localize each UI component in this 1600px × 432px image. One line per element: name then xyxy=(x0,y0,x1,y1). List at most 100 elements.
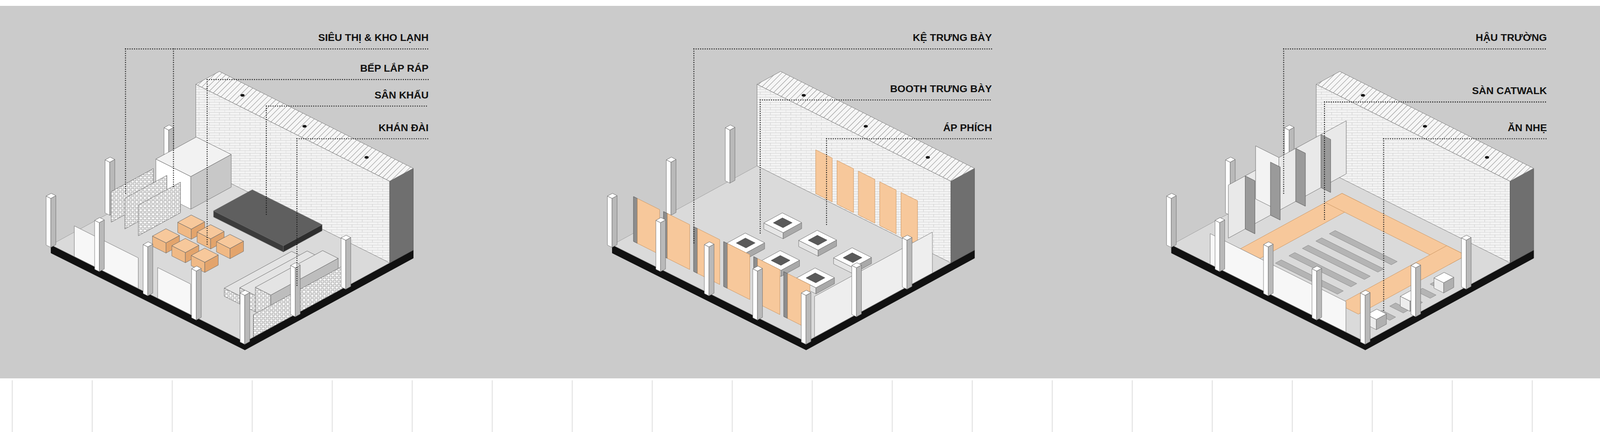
column-top xyxy=(191,266,202,272)
column xyxy=(94,217,105,272)
column xyxy=(1311,266,1322,321)
grid-line xyxy=(1211,380,1213,432)
column-top xyxy=(239,290,250,296)
column-top xyxy=(142,241,153,247)
column-face xyxy=(851,265,857,317)
column-head xyxy=(925,156,930,159)
column-face xyxy=(1360,293,1366,345)
column-side xyxy=(147,244,153,297)
cold-storage-top xyxy=(156,137,232,177)
column xyxy=(1461,235,1472,290)
grid-line xyxy=(1371,380,1373,432)
column xyxy=(666,157,676,216)
kitchen-counter-top xyxy=(152,228,180,243)
column xyxy=(1263,241,1274,297)
column-head xyxy=(240,94,245,97)
grid-line xyxy=(571,380,573,432)
column-top xyxy=(725,124,735,130)
booth-inset xyxy=(843,252,863,263)
grid-line xyxy=(971,380,973,432)
column-head xyxy=(1484,156,1489,159)
kitchen-counter-top xyxy=(171,238,199,253)
zone-label: KỆ TRƯNG BÀY xyxy=(912,31,992,44)
wall-end xyxy=(1510,168,1534,263)
column-side xyxy=(907,237,912,290)
zone-label: ÁP PHÍCH xyxy=(943,121,992,135)
grid-line xyxy=(731,380,733,432)
grid-line xyxy=(411,380,413,432)
sheet-grid xyxy=(12,380,1533,432)
leader-line xyxy=(826,138,828,225)
column-side xyxy=(709,244,714,297)
column xyxy=(191,266,202,321)
kitchen-counter xyxy=(191,248,218,273)
brick-wall xyxy=(1316,71,1534,263)
zone-label: ĂN NHẸ xyxy=(1507,121,1548,135)
shelf-frame xyxy=(783,271,788,319)
column-head xyxy=(302,124,307,128)
display-booth xyxy=(763,213,802,239)
grid-line xyxy=(331,380,333,432)
grid-line xyxy=(1451,380,1453,432)
grid-line xyxy=(11,380,13,432)
kitchen-counter xyxy=(216,234,244,259)
column-face xyxy=(1311,268,1317,320)
leader-line xyxy=(124,48,126,194)
column-side xyxy=(1465,237,1471,290)
seat-row xyxy=(1329,230,1398,265)
event-hall-layout-c xyxy=(1166,71,1534,350)
column-top xyxy=(607,193,618,199)
column-head xyxy=(364,156,369,159)
poster-board xyxy=(836,160,854,213)
column xyxy=(1166,193,1177,248)
column-side xyxy=(1364,292,1370,345)
grid-line xyxy=(1531,380,1533,432)
column xyxy=(902,235,912,290)
poster-board xyxy=(901,192,918,245)
event-hall-layout-b xyxy=(607,71,975,350)
backstage-screen xyxy=(1295,148,1306,207)
column-top xyxy=(1215,217,1225,223)
column-face xyxy=(191,268,197,320)
column xyxy=(851,262,862,317)
column-top xyxy=(1410,262,1421,268)
column-side xyxy=(345,237,351,290)
column-top xyxy=(902,235,912,240)
column-face xyxy=(607,196,613,248)
column xyxy=(752,266,763,321)
poster-board xyxy=(879,181,897,235)
grid-line xyxy=(251,380,253,432)
column-face xyxy=(239,293,245,345)
column-top xyxy=(1284,124,1295,130)
column-side xyxy=(856,265,862,317)
display-booth-top xyxy=(798,230,837,251)
column-face xyxy=(655,220,661,272)
column-side xyxy=(730,127,735,183)
leader-line xyxy=(1382,138,1384,312)
column-face xyxy=(1263,244,1269,297)
column-side xyxy=(1268,244,1274,297)
event-hall-layout-a xyxy=(46,71,414,350)
column xyxy=(46,193,57,248)
leader-line xyxy=(296,138,429,139)
column-face xyxy=(801,293,807,345)
column-top xyxy=(1225,157,1236,162)
column-side xyxy=(757,268,763,320)
column-top xyxy=(340,235,351,240)
column-top xyxy=(666,157,676,162)
column-face xyxy=(1166,196,1172,248)
column-top xyxy=(105,157,116,162)
display-shelf xyxy=(667,213,691,270)
leader-line xyxy=(1283,48,1547,50)
column-top xyxy=(801,290,811,296)
grid-line xyxy=(1131,380,1133,432)
low-partition xyxy=(1210,233,1346,333)
backstage-partition xyxy=(1228,120,1347,239)
stage xyxy=(213,189,323,252)
column-face xyxy=(290,265,296,317)
snack-table-top xyxy=(1434,272,1455,283)
leader-line xyxy=(693,48,695,245)
side-partition xyxy=(814,232,933,338)
